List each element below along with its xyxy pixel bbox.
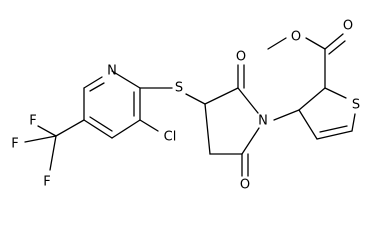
atom-label-s-thiophene: S [352,98,360,113]
bond [37,125,57,137]
chemical-structure-diagram: N S Cl F F F O O N S O O [11,19,360,193]
bond [49,135,57,171]
bond [267,37,287,50]
atom-label-n-pyridine: N [107,64,117,79]
bond [328,40,346,55]
atom-label-o-carbonyl-bottom: O [240,178,250,193]
bond [89,116,113,132]
bond [204,87,239,105]
bond [185,93,206,105]
bond [24,135,57,143]
bond [237,87,259,114]
bond [316,130,353,140]
bond [204,103,211,155]
bond [273,109,300,121]
bond [83,76,103,89]
bond [305,37,326,50]
bond [139,119,159,132]
bond [319,125,348,133]
thiophene-ring [298,87,356,140]
bond [83,119,113,139]
atom-label-o-carbonyl-top: O [236,50,246,65]
bond [351,113,356,132]
atom-label-f-2: F [11,137,18,152]
atom-label-n-imide: N [258,114,268,129]
bond [111,70,141,89]
atom-label-s-thioether: S [175,81,183,96]
bond [324,33,344,50]
bond [298,109,318,140]
bond [89,82,105,92]
atom-label-f-1: F [29,114,36,129]
bond [111,119,141,139]
pyridine-ring [83,70,141,139]
atom-label-f-3: F [43,175,50,190]
atom-label-o-ester-carbonyl: O [343,19,353,34]
bond [298,87,326,111]
bond [241,127,260,155]
atom-label-cl: Cl [164,130,177,145]
succinimide-ring [204,87,260,155]
bond [324,87,347,99]
atom-label-o-ester-ether: O [291,30,301,45]
bond [55,119,85,137]
